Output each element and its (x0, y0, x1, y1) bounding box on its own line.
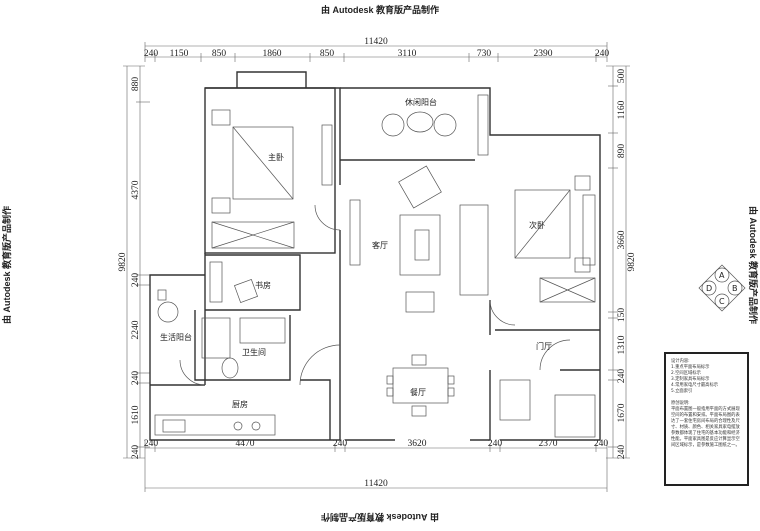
second-wardrobe (539, 277, 596, 303)
dim-label: 240 (144, 49, 159, 59)
master-wardrobe (211, 221, 295, 249)
sofa (459, 204, 489, 296)
furniture (154, 94, 596, 438)
dim-bottom-total: 11420 (364, 479, 388, 489)
dim-label: 1610 (131, 405, 141, 424)
dim-label: 1860 (263, 49, 282, 59)
watermark-left: 由 Autodesk 教育版产品制作 (1, 206, 12, 324)
dim-label: 4370 (131, 180, 141, 199)
dim-top-total: 11420 (364, 37, 388, 47)
room-kitchen: 厨房 (232, 399, 248, 409)
dim-label: 3660 (617, 230, 627, 249)
dim-label: 730 (477, 49, 492, 59)
legend-item: 3.定制家具布局标示 (671, 377, 710, 382)
compass-label: C (719, 297, 725, 306)
left-dimensions: 880 4370 240 2240 240 1610 240 9820 (118, 65, 150, 460)
room-second-bedroom: 次卧 (529, 220, 545, 230)
dim-right-total: 9820 (627, 252, 637, 271)
top-dimensions: 11420 240 1150 850 1860 850 3110 730 239… (144, 37, 610, 62)
watermark-bottom: 由 Autodesk 教育版产品制作 (321, 512, 439, 523)
dim-label: 240 (595, 49, 610, 59)
room-master-bedroom: 主卧 (268, 152, 284, 162)
dining-table (392, 367, 449, 404)
dim-left-total: 9820 (118, 252, 128, 271)
tv-cabinet (349, 199, 361, 266)
compass-label: A (719, 271, 725, 280)
master-bed (232, 126, 294, 200)
dim-label: 1670 (617, 403, 627, 422)
dim-label: 240 (144, 439, 159, 449)
dim-label: 2390 (534, 49, 553, 59)
dim-label: 2370 (539, 439, 558, 449)
dim-label: 150 (617, 308, 627, 323)
room-bathroom: 卫生间 (242, 347, 266, 357)
room-leisure-balcony: 休闲阳台 (405, 97, 437, 107)
compass-label: B (732, 284, 738, 293)
legend-note: 平面布置图一般指用平面的方式展现空间的布置和安排。平面布局图的表达了一套住宅房间… (671, 407, 740, 448)
dim-label: 3110 (398, 49, 417, 59)
dim-label: 500 (617, 69, 627, 84)
second-bed (514, 189, 571, 259)
dim-label: 880 (131, 77, 141, 92)
room-study: 书房 (255, 280, 271, 290)
room-labels: 主卧 休闲阳台 客厅 次卧 书房 生活阳台 卫生间 门厅 餐厅 厨房 (160, 97, 552, 409)
dim-label: 240 (617, 369, 627, 384)
watermark-right: 由 Autodesk 教育版产品制作 (748, 206, 759, 324)
kitchen-counter (154, 414, 276, 436)
watermark-top: 由 Autodesk 教育版产品制作 (321, 4, 439, 15)
dim-label: 2240 (131, 320, 141, 339)
dim-label: 1150 (170, 49, 189, 59)
dim-label: 240 (131, 371, 141, 386)
dim-label: 1160 (617, 100, 627, 119)
dim-label: 4470 (236, 439, 255, 449)
dim-label: 240 (594, 439, 609, 449)
room-foyer: 门厅 (536, 341, 552, 351)
dim-label: 240 (333, 439, 348, 449)
walls (149, 71, 601, 441)
washing-machine (157, 301, 179, 323)
dim-label: 240 (131, 273, 141, 288)
room-dining: 餐厅 (410, 388, 426, 397)
dim-label: 3620 (408, 439, 427, 449)
right-dimensions: 500 1160 890 3660 150 1310 240 1670 240 … (606, 65, 637, 460)
legend-item: 1.重点平面布局标示 (671, 365, 710, 370)
design-notes-legend: 设计内容: 1.重点平面布局标示 2.空间区域标示 3.定制家具布局标示 4.常… (664, 352, 749, 486)
dim-label: 890 (617, 144, 627, 159)
compass-label: D (706, 284, 712, 293)
room-living-room: 客厅 (372, 240, 388, 250)
legend-item: 2.空间区域标示 (671, 371, 701, 376)
legend-note-title: 原创说明: (671, 401, 690, 406)
legend-title: 设计内容: (671, 359, 690, 364)
elevation-index-symbol: A B C D (698, 264, 746, 312)
coffee-table (399, 214, 441, 276)
legend-item: 5.立面索引 (671, 389, 693, 394)
dim-label: 240 (131, 445, 141, 460)
dim-label: 240 (617, 445, 627, 460)
study-chair (234, 279, 258, 303)
dim-label: 240 (488, 439, 503, 449)
bottom-dimensions: 240 4470 240 3620 240 2370 240 11420 (144, 439, 609, 492)
dim-label: 850 (320, 49, 335, 59)
dim-label: 1310 (617, 335, 627, 354)
room-utility-balcony: 生活阳台 (160, 332, 192, 342)
dim-label: 850 (212, 49, 227, 59)
legend-item: 4.常用家电尺寸最高标示 (671, 383, 719, 388)
bathroom-vanity (239, 317, 286, 344)
